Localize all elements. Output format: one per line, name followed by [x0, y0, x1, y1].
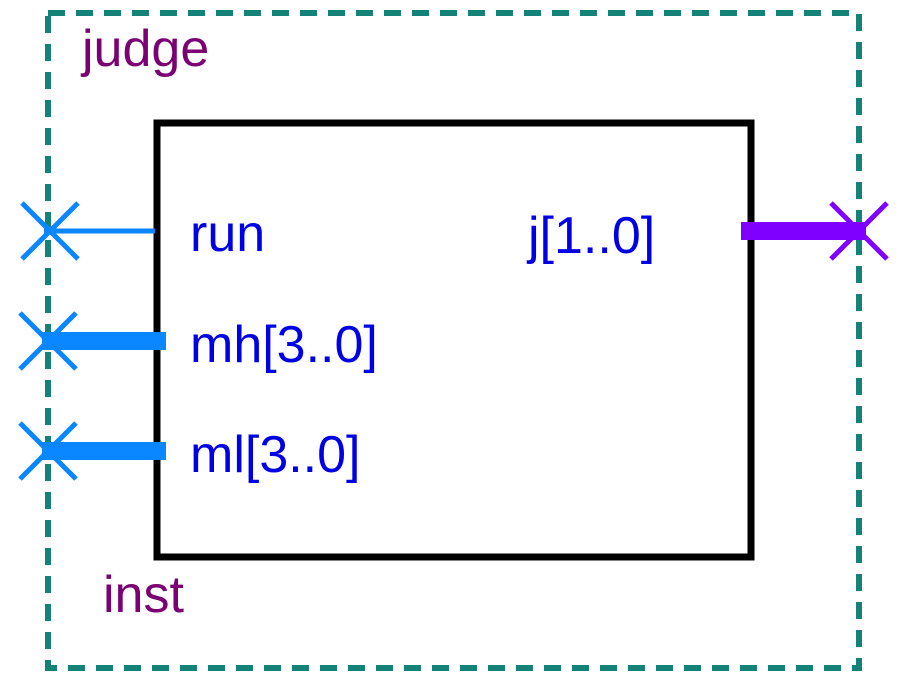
pin-marker-x-icon	[829, 201, 889, 261]
pin-j[interactable]	[741, 201, 889, 261]
pin-ml[interactable]	[18, 421, 166, 481]
port-label-run: run	[190, 205, 265, 263]
port-label-ml: ml[3..0]	[190, 426, 361, 484]
pin-run[interactable]	[20, 201, 155, 261]
instance-name: inst	[103, 566, 184, 624]
port-label-j: j[1..0]	[526, 207, 655, 265]
block-name: judge	[80, 20, 209, 78]
port-label-mh: mh[3..0]	[190, 316, 378, 374]
pin-mh[interactable]	[18, 311, 166, 371]
